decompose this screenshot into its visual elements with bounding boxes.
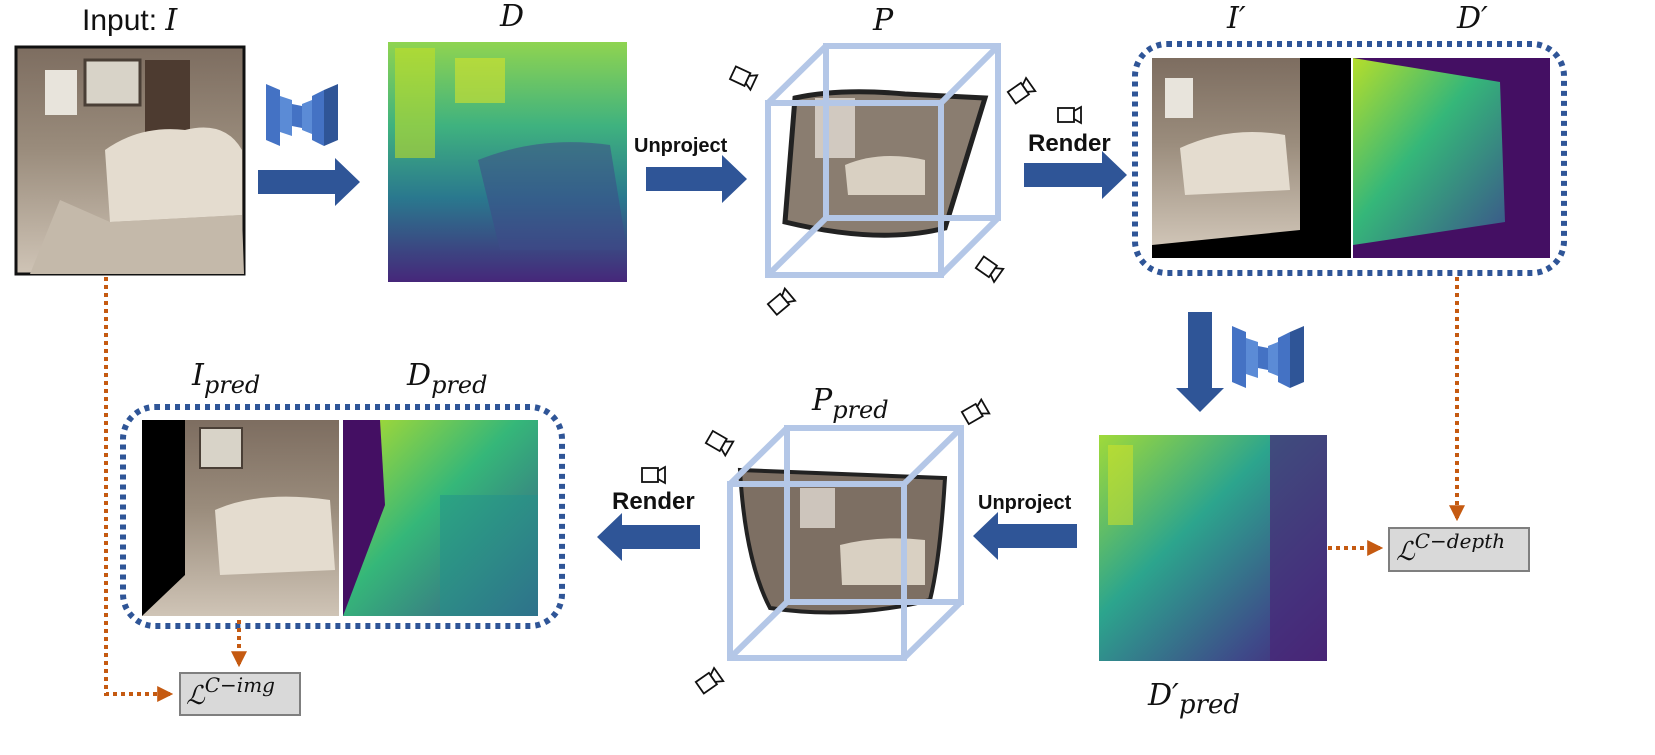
arrow-depth-to-cloud [646,155,747,203]
predicted-depth [1099,435,1327,661]
arrow-cloud-to-pred-render [597,513,700,561]
pred-image-label: Ipred [191,358,260,399]
pred-cloud-label: Ppred [811,383,889,424]
render-top-label: Render [1028,130,1111,157]
pred-views-box [120,404,565,629]
network-icon [266,84,338,146]
depth-loss-label: ℒC−depth [1396,529,1505,567]
camera-icon [704,429,735,458]
camera-icon [1057,105,1082,125]
img-loss-box [179,672,301,716]
img-loss-label: ℒC−img [186,673,275,711]
pred-image [142,420,339,616]
dotted-input-to-loss [104,277,174,702]
pred-depth-map [343,420,538,616]
depth-map [388,42,627,282]
pred-depth-label: D′pred [1147,678,1240,720]
rendered-image-label: I′ [1226,1,1246,36]
pred-pointcloud-cube [727,425,964,661]
camera-icon [960,397,991,426]
camera-icon [728,65,759,92]
pred-depth2-label: Dpred [406,358,487,399]
arrow-render-to-prediction [1176,312,1224,412]
arrow-pred-to-cloud [973,512,1077,560]
camera-icon [974,255,1005,284]
unproject-top-label: Unproject [634,135,728,157]
arrow-input-to-depth [258,158,360,206]
rendered-views-box [1132,41,1567,276]
pointcloud-label: P [872,3,894,38]
unproject-bottom-label: Unproject [978,492,1072,514]
camera-icon [641,465,666,485]
input-image [14,45,246,276]
input-label: Input: I [82,3,178,38]
rendered-depth [1353,58,1550,258]
pointcloud-cube [765,43,1001,278]
rendered-image [1152,58,1351,258]
render-bottom-label: Render [612,488,695,515]
camera-icon [1006,76,1037,105]
network-icon [1232,326,1304,388]
depth-label: D [499,0,524,34]
camera-icon [766,286,797,317]
rendered-depth-label: D′ [1456,1,1488,36]
depth-loss-box [1388,527,1530,572]
camera-icon [694,666,725,695]
arrow-cloud-to-render [1024,151,1127,199]
